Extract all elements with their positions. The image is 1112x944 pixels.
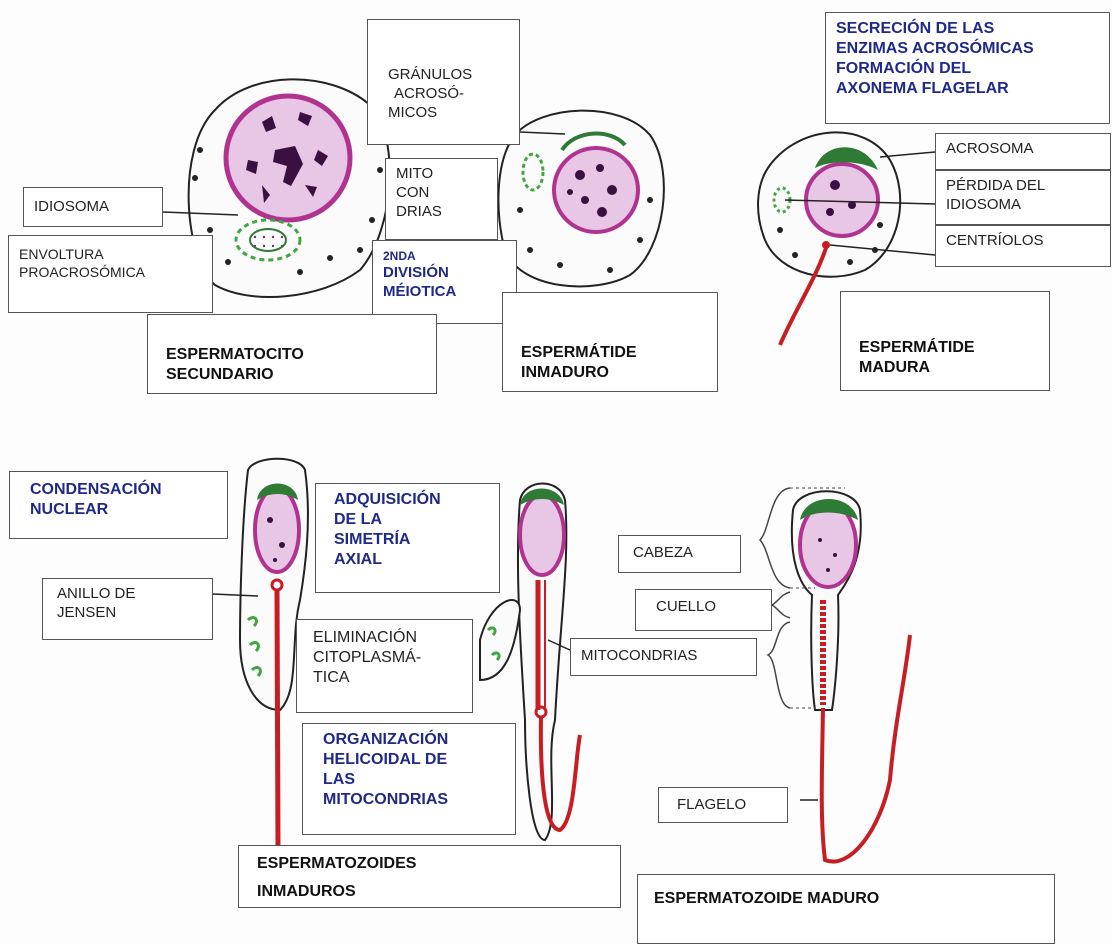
label-line: PROACROSÓMICA: [19, 264, 202, 282]
label-line: CENTRÍOLOS: [946, 232, 1100, 251]
label-line: ENZIMAS ACROSÓMICAS: [836, 39, 1099, 59]
label-line: IDIOSOMA: [34, 198, 152, 217]
label-line: ELIMINACIÓN: [313, 628, 462, 648]
note-division-meiotica: 2NDA DIVISIÓN MÉIOTICA: [372, 240, 517, 324]
title-espermatide-madura: ESPERMÁTIDE MADURA: [840, 291, 1050, 391]
label-line: SECUNDARIO: [166, 365, 426, 385]
label-line: ESPERMATOZOIDE MADURO: [654, 889, 1044, 909]
label-line: ESPERMATOCITO: [166, 345, 426, 365]
label-line: FORMACIÓN DEL: [836, 59, 1099, 79]
label-mitocondrias: MITOCONDRIAS: [570, 638, 757, 676]
label-line: MITOCONDRIAS: [581, 647, 746, 666]
note-condensacion-nuclear: CONDENSACIÓN NUCLEAR: [9, 471, 228, 539]
title-espermatozoides-inmaduros: ESPERMATOZOIDES INMADUROS: [238, 845, 621, 908]
label-line: MÉIOTICA: [383, 283, 506, 302]
note-organizacion-helicoidal: ORGANIZACIÓN HELICOIDAL DE LAS MITOCONDR…: [302, 723, 516, 835]
label-line: CONDENSACIÓN: [30, 480, 217, 500]
label-perdida-idiosoma: PÉRDIDA DEL IDIOSOMA: [935, 170, 1111, 225]
label-line: DE LA: [334, 510, 489, 530]
label-centriolos: CENTRÍOLOS: [935, 225, 1111, 267]
label-line: CABEZA: [633, 544, 730, 563]
title-espermatide-inmaduro: ESPERMÁTIDE INMADURO: [502, 292, 718, 392]
label-line: ACROSÓ-: [388, 85, 509, 104]
title-espermatozoide-maduro: ESPERMATOZOIDE MADURO: [637, 874, 1055, 944]
label-line: ESPERMÁTIDE: [859, 338, 1039, 358]
label-mitocondrias-top: MITO CON DRIAS: [385, 158, 498, 240]
label-line: ACROSOMA: [946, 140, 1100, 159]
note-secrecion-enzimas: SECRECIÓN DE LAS ENZIMAS ACROSÓMICAS FOR…: [825, 12, 1110, 124]
immature-spermatid-cell: [498, 111, 663, 287]
label-line: AXIAL: [334, 550, 489, 570]
label-line: ANILLO DE: [57, 585, 202, 604]
label-line: CUELLO: [656, 598, 761, 617]
label-line: INMADURO: [521, 363, 707, 383]
label-line: IDIOSOMA: [946, 196, 1100, 215]
spermatocyte-cell: [189, 79, 390, 297]
label-eliminacion-citoplasmatica: ELIMINACIÓN CITOPLASMÁ- TICA: [296, 619, 473, 713]
label-line: ORGANIZACIÓN: [323, 730, 505, 750]
title-espermatocito-secundario: ESPERMATOCITO SECUNDARIO: [147, 314, 437, 394]
label-line: HELICOIDAL DE: [323, 750, 505, 770]
label-line: JENSEN: [57, 604, 202, 623]
label-line: MADURA: [859, 358, 1039, 378]
label-line: MICOS: [388, 104, 509, 123]
label-line: ESPERMATOZOIDES: [257, 854, 610, 874]
label-line: PÉRDIDA DEL: [946, 177, 1100, 196]
label-line: SIMETRÍA: [334, 530, 489, 550]
label-line: TICA: [313, 668, 462, 688]
label-line: ADQUISICIÓN: [334, 490, 489, 510]
note-adquisicion-simetria: ADQUISICIÓN DE LA SIMETRÍA AXIAL: [315, 483, 500, 593]
label-flagelo: FLAGELO: [658, 787, 788, 823]
label-anillo-jensen: ANILLO DE JENSEN: [42, 578, 213, 640]
label-line: DIVISIÓN: [383, 264, 506, 283]
label-line: 2NDA: [383, 249, 506, 264]
label-envoltura-proacrosomica: ENVOLTURA PROACROSÓMICA: [8, 235, 213, 313]
label-line: LAS: [323, 770, 505, 790]
label-idiosoma: IDIOSOMA: [23, 187, 163, 227]
label-line: INMADUROS: [257, 882, 610, 902]
label-line: CON: [396, 184, 487, 203]
label-line: GRÁNULOS: [388, 66, 509, 85]
label-line: CITOPLASMÁ-: [313, 648, 462, 668]
label-line: MITO: [396, 165, 487, 184]
label-cuello: CUELLO: [635, 589, 772, 631]
label-line: ESPERMÁTIDE: [521, 343, 707, 363]
label-line: AXONEMA FLAGELAR: [836, 79, 1099, 99]
label-line: DRIAS: [396, 203, 487, 222]
label-line: SECRECIÓN DE LAS: [836, 19, 1099, 39]
label-line: ENVOLTURA: [19, 246, 202, 264]
label-line: NUCLEAR: [30, 500, 217, 520]
label-line: MITOCONDRIAS: [323, 790, 505, 810]
label-cabeza: CABEZA: [618, 535, 741, 573]
label-granulos-acrosomicos: GRÁNULOS ACROSÓ- MICOS: [367, 19, 520, 145]
label-line: FLAGELO: [677, 796, 777, 815]
label-acrosoma: ACROSOMA: [935, 133, 1111, 170]
